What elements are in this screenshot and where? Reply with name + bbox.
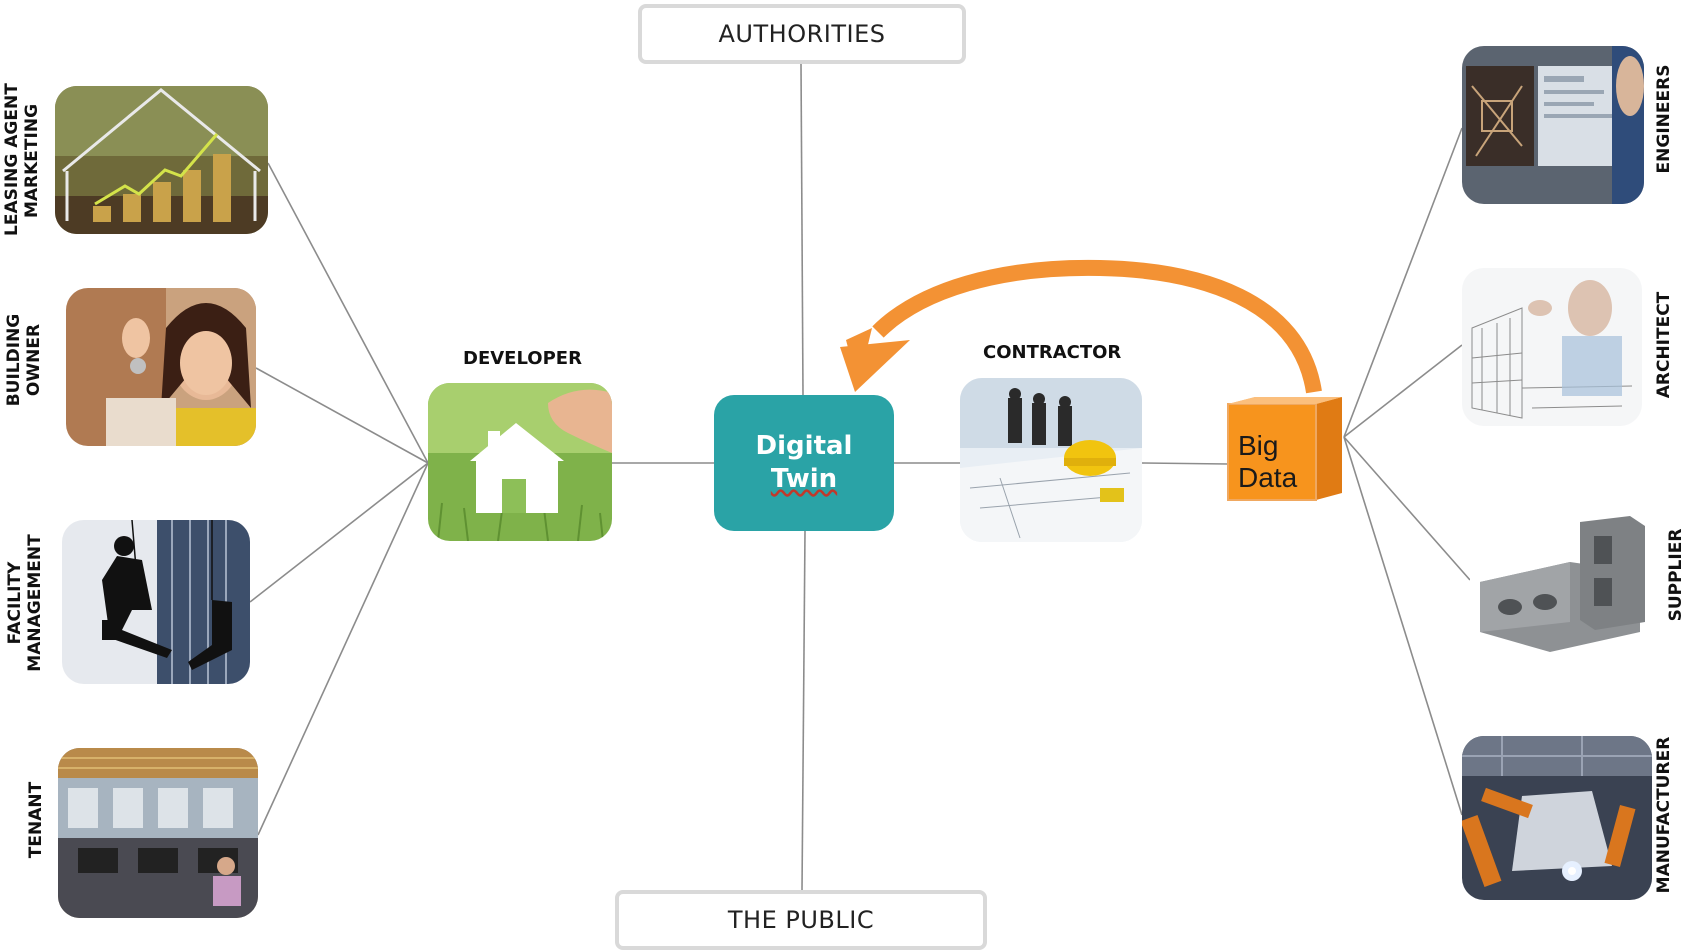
engineer-monitors-icon [1462,46,1644,204]
architect-label: ARCHITECT [1654,291,1674,399]
woman-with-keys-icon [66,288,256,446]
big-data-node: Big Data [1238,430,1297,494]
public-box: THE PUBLIC [615,890,987,950]
tenant-label: TENANT [26,781,46,859]
authorities-box: AUTHORITIES [638,4,966,64]
facility-management-label: FACILITY MANAGEMENT [5,534,45,672]
manufacturer-photo [1462,736,1652,900]
facility-management-photo [62,520,250,684]
engineers-photo [1462,46,1644,204]
feedback-arrow [840,259,1322,394]
supplier-label: SUPPLIER [1666,528,1686,622]
leasing-agent-label: LEASING AGENT MARKETING [2,83,42,236]
bigdata-line2: Data [1238,462,1298,493]
digital-twin-node: Digital Twin [714,395,894,531]
supplier-photo [1470,512,1650,656]
big-data-cube [1227,397,1342,501]
open-plan-office-icon [58,748,258,918]
manufacturer-label: MANUFACTURER [1654,736,1674,894]
engineers-label: ENGINEERS [1654,64,1674,174]
bigdata-line1: Big [1238,430,1279,461]
window-cleaners-icon [62,520,250,684]
robotic-assembly-icon [1462,736,1652,900]
architect-sketch-icon [1462,268,1642,426]
rising-coins-house-icon [55,86,268,234]
construction-plans-icon [960,378,1142,542]
architect-photo [1462,268,1642,426]
twin-line1: Digital [755,431,853,461]
paper-house-icon [428,383,612,541]
contractor-photo [960,378,1142,542]
building-owner-label: BUILDING OWNER [4,313,44,407]
contractor-label: CONTRACTOR [983,342,1122,363]
twin-line2: Twin [770,464,838,494]
concrete-blocks-icon [1470,512,1650,656]
leasing-agent-photo [55,86,268,234]
tenant-photo [58,748,258,918]
developer-label: DEVELOPER [463,348,582,369]
building-owner-photo [66,288,256,446]
developer-photo [428,383,612,541]
